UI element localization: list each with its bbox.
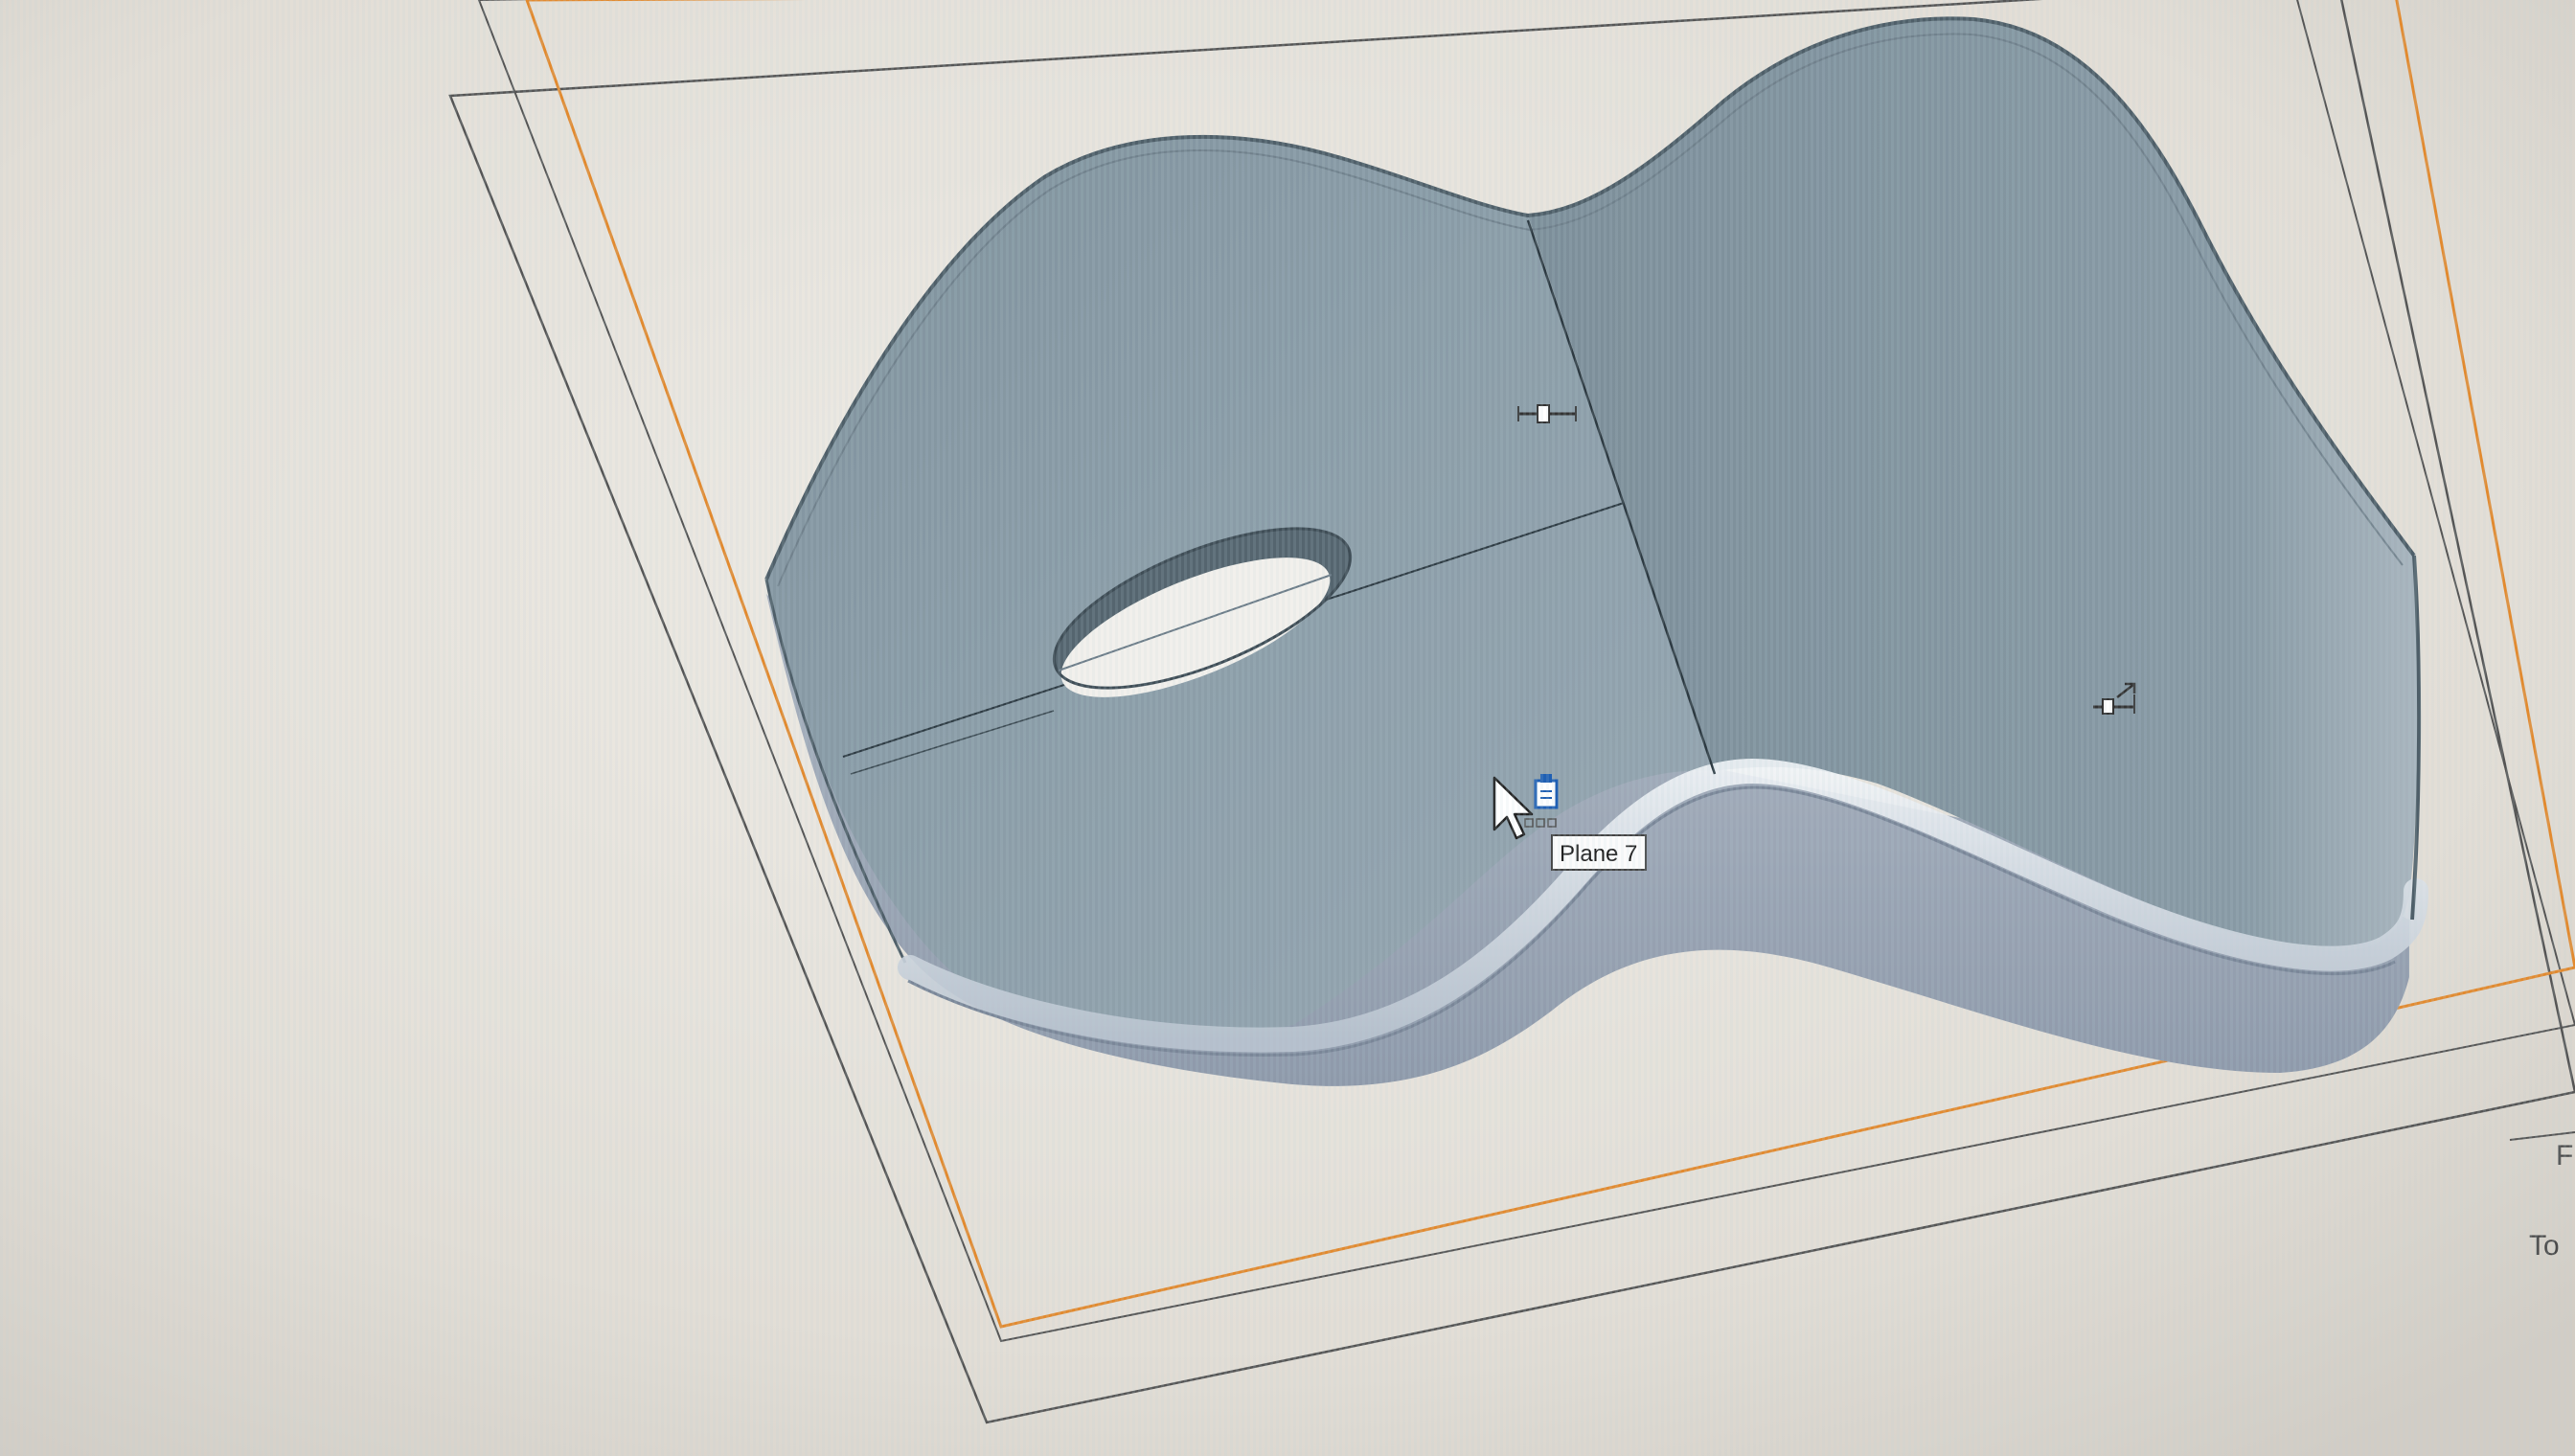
tooltip-label: Plane 7 bbox=[1560, 841, 1637, 867]
plane-label-right-bottom: To bbox=[2529, 1230, 2560, 1262]
plane-label-right-top: F bbox=[2556, 1140, 2573, 1172]
plane-tooltip: Plane 7 bbox=[1551, 834, 1647, 871]
